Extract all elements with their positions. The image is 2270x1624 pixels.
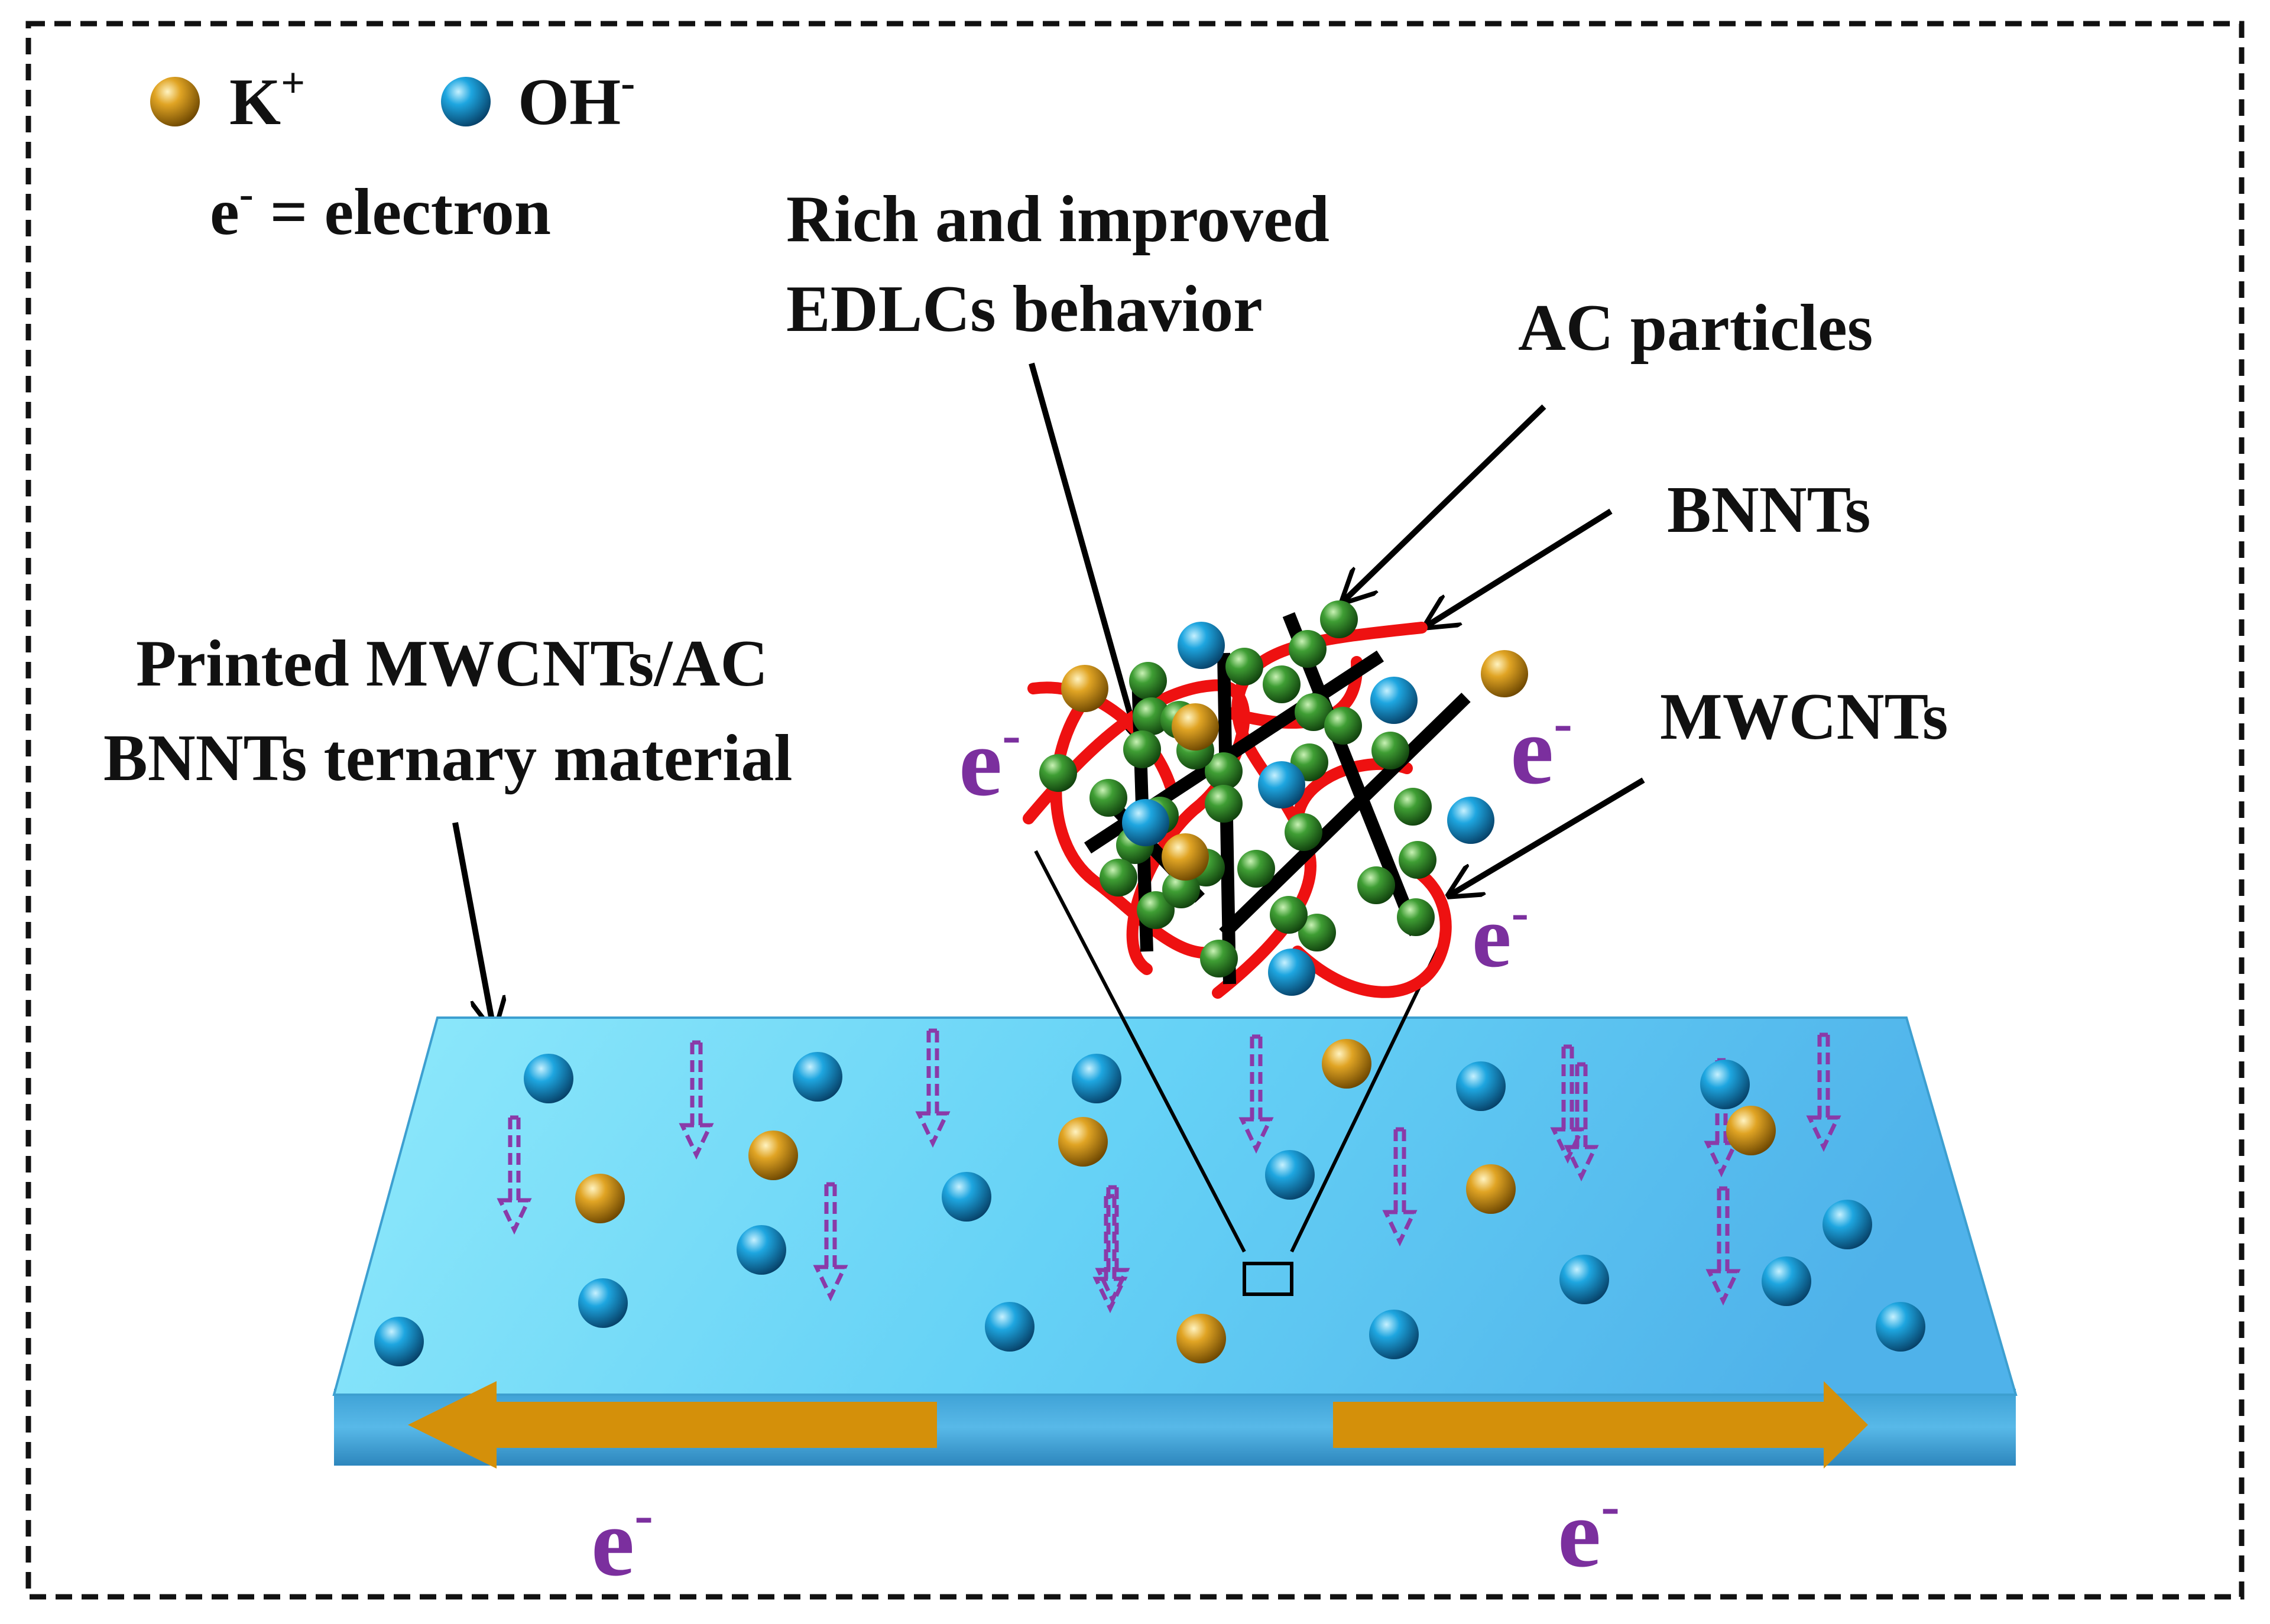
k-ion (1162, 833, 1209, 881)
printed-material-label-line2: BNNTs ternary material (103, 722, 792, 795)
k-ion (1176, 1314, 1226, 1363)
bnnts-pointer-arrow (1426, 508, 1613, 626)
oh-ion (1447, 797, 1494, 844)
oh-ion (524, 1054, 573, 1103)
ac-particle (1205, 785, 1243, 823)
electron-symbol: e- (1510, 691, 1572, 804)
electron-symbol: e- (1472, 884, 1529, 986)
mwcnts-pointer-arrow (1449, 777, 1645, 895)
zoom-region-box (1243, 1262, 1293, 1296)
ac-particles-label: AC particles (1518, 291, 1873, 365)
edlc-label-line2: EDLCs behavior (786, 272, 1263, 346)
bnnt-tube (1292, 863, 1452, 998)
ac-particles-pointer-arrow (1343, 404, 1546, 602)
network-particles (1039, 600, 1528, 996)
electron-symbol: e- (1558, 1474, 1620, 1587)
dashed-frame (25, 21, 2245, 1600)
ac-particle (1225, 648, 1263, 686)
electron-symbol: e- (959, 703, 1021, 816)
ac-particle (1137, 891, 1175, 929)
ac-particle (1397, 898, 1435, 936)
oh-ion (1762, 1256, 1811, 1306)
substrate-ions (374, 1039, 1925, 1366)
k-ion (1061, 665, 1108, 712)
electron-symbol: e- (591, 1483, 653, 1596)
ac-particle (1123, 730, 1161, 768)
oh-ion (737, 1225, 786, 1275)
ac-particle (1357, 866, 1395, 904)
ac-particle (1133, 697, 1170, 735)
ac-particle (1285, 813, 1322, 851)
oh-ion (1122, 799, 1169, 846)
k-ion (575, 1174, 625, 1223)
ac-particle (1263, 665, 1301, 703)
ac-particle (1394, 788, 1432, 826)
electron-transport-arrow-left (408, 1381, 937, 1469)
oh-ion (1456, 1061, 1506, 1111)
substrate (332, 1016, 2018, 1469)
oh-ion (1178, 622, 1225, 669)
k-ion (1058, 1117, 1108, 1167)
printed-material-label-line1: Printed MWCNTs/AC (136, 627, 768, 700)
oh-ion (985, 1302, 1035, 1352)
oh-ion (942, 1172, 991, 1222)
k-ion (1481, 650, 1528, 697)
oh-ion (1370, 677, 1418, 724)
oh-ion (1700, 1060, 1750, 1109)
oh-ion (1265, 1150, 1315, 1200)
oh-ion (578, 1278, 628, 1328)
ac-particle (1298, 914, 1336, 951)
ac-particle (1162, 871, 1200, 908)
composite-network (1023, 600, 1528, 999)
edlc-pointer-arrow (1029, 362, 1136, 736)
legend: K+ OH- e- = electron (150, 59, 635, 249)
mwcnt-tube (1219, 693, 1471, 938)
k-ion (1726, 1106, 1776, 1155)
oh-ion-legend-label: OH- (518, 59, 635, 139)
k-ion (748, 1131, 798, 1180)
k-ion (1322, 1039, 1371, 1089)
oh-ion (1072, 1054, 1121, 1103)
k-ion-legend-label: K+ (229, 59, 305, 139)
bnnts-label: BNNTs (1667, 473, 1870, 547)
mwcnts-label: MWCNTs (1660, 680, 1948, 753)
bnnt-tube (1050, 683, 1230, 959)
oh-ion (1268, 949, 1315, 996)
oh-ion (1823, 1200, 1872, 1249)
ac-particle (1324, 707, 1362, 745)
zoom-cone (1034, 850, 1441, 1253)
ac-particle (1295, 693, 1332, 731)
oh-ion (1258, 761, 1305, 808)
ac-particle (1270, 896, 1308, 934)
oh-ion (1559, 1255, 1609, 1304)
edlc-label-line1: Rich and improved (786, 183, 1329, 256)
oh-ion (793, 1052, 842, 1102)
ac-particle (1129, 662, 1167, 700)
ac-particle (1205, 752, 1243, 790)
oh-ion (1876, 1302, 1925, 1352)
ac-particle (1371, 732, 1409, 769)
k-ion-legend-icon (150, 77, 200, 126)
k-ion (1172, 703, 1219, 751)
electron-transport-arrow-right (1333, 1381, 1868, 1469)
electron-definition: e- = electron (210, 170, 551, 249)
printed-material-pointer-arrow (452, 822, 494, 1029)
ac-particle (1289, 630, 1327, 668)
oh-ion (374, 1317, 424, 1366)
ac-particle (1399, 841, 1436, 879)
k-ion (1466, 1164, 1516, 1214)
oh-ion-legend-icon (441, 77, 491, 126)
ac-particle (1089, 779, 1127, 817)
oh-ion (1369, 1310, 1419, 1359)
ac-particle (1100, 859, 1137, 897)
bnnt-tube (1027, 681, 1176, 792)
ac-particle (1320, 600, 1358, 638)
ac-particle (1039, 754, 1077, 792)
mwcnt-tube (1282, 612, 1422, 937)
ac-particle (1237, 850, 1275, 888)
ac-particle (1200, 940, 1238, 977)
